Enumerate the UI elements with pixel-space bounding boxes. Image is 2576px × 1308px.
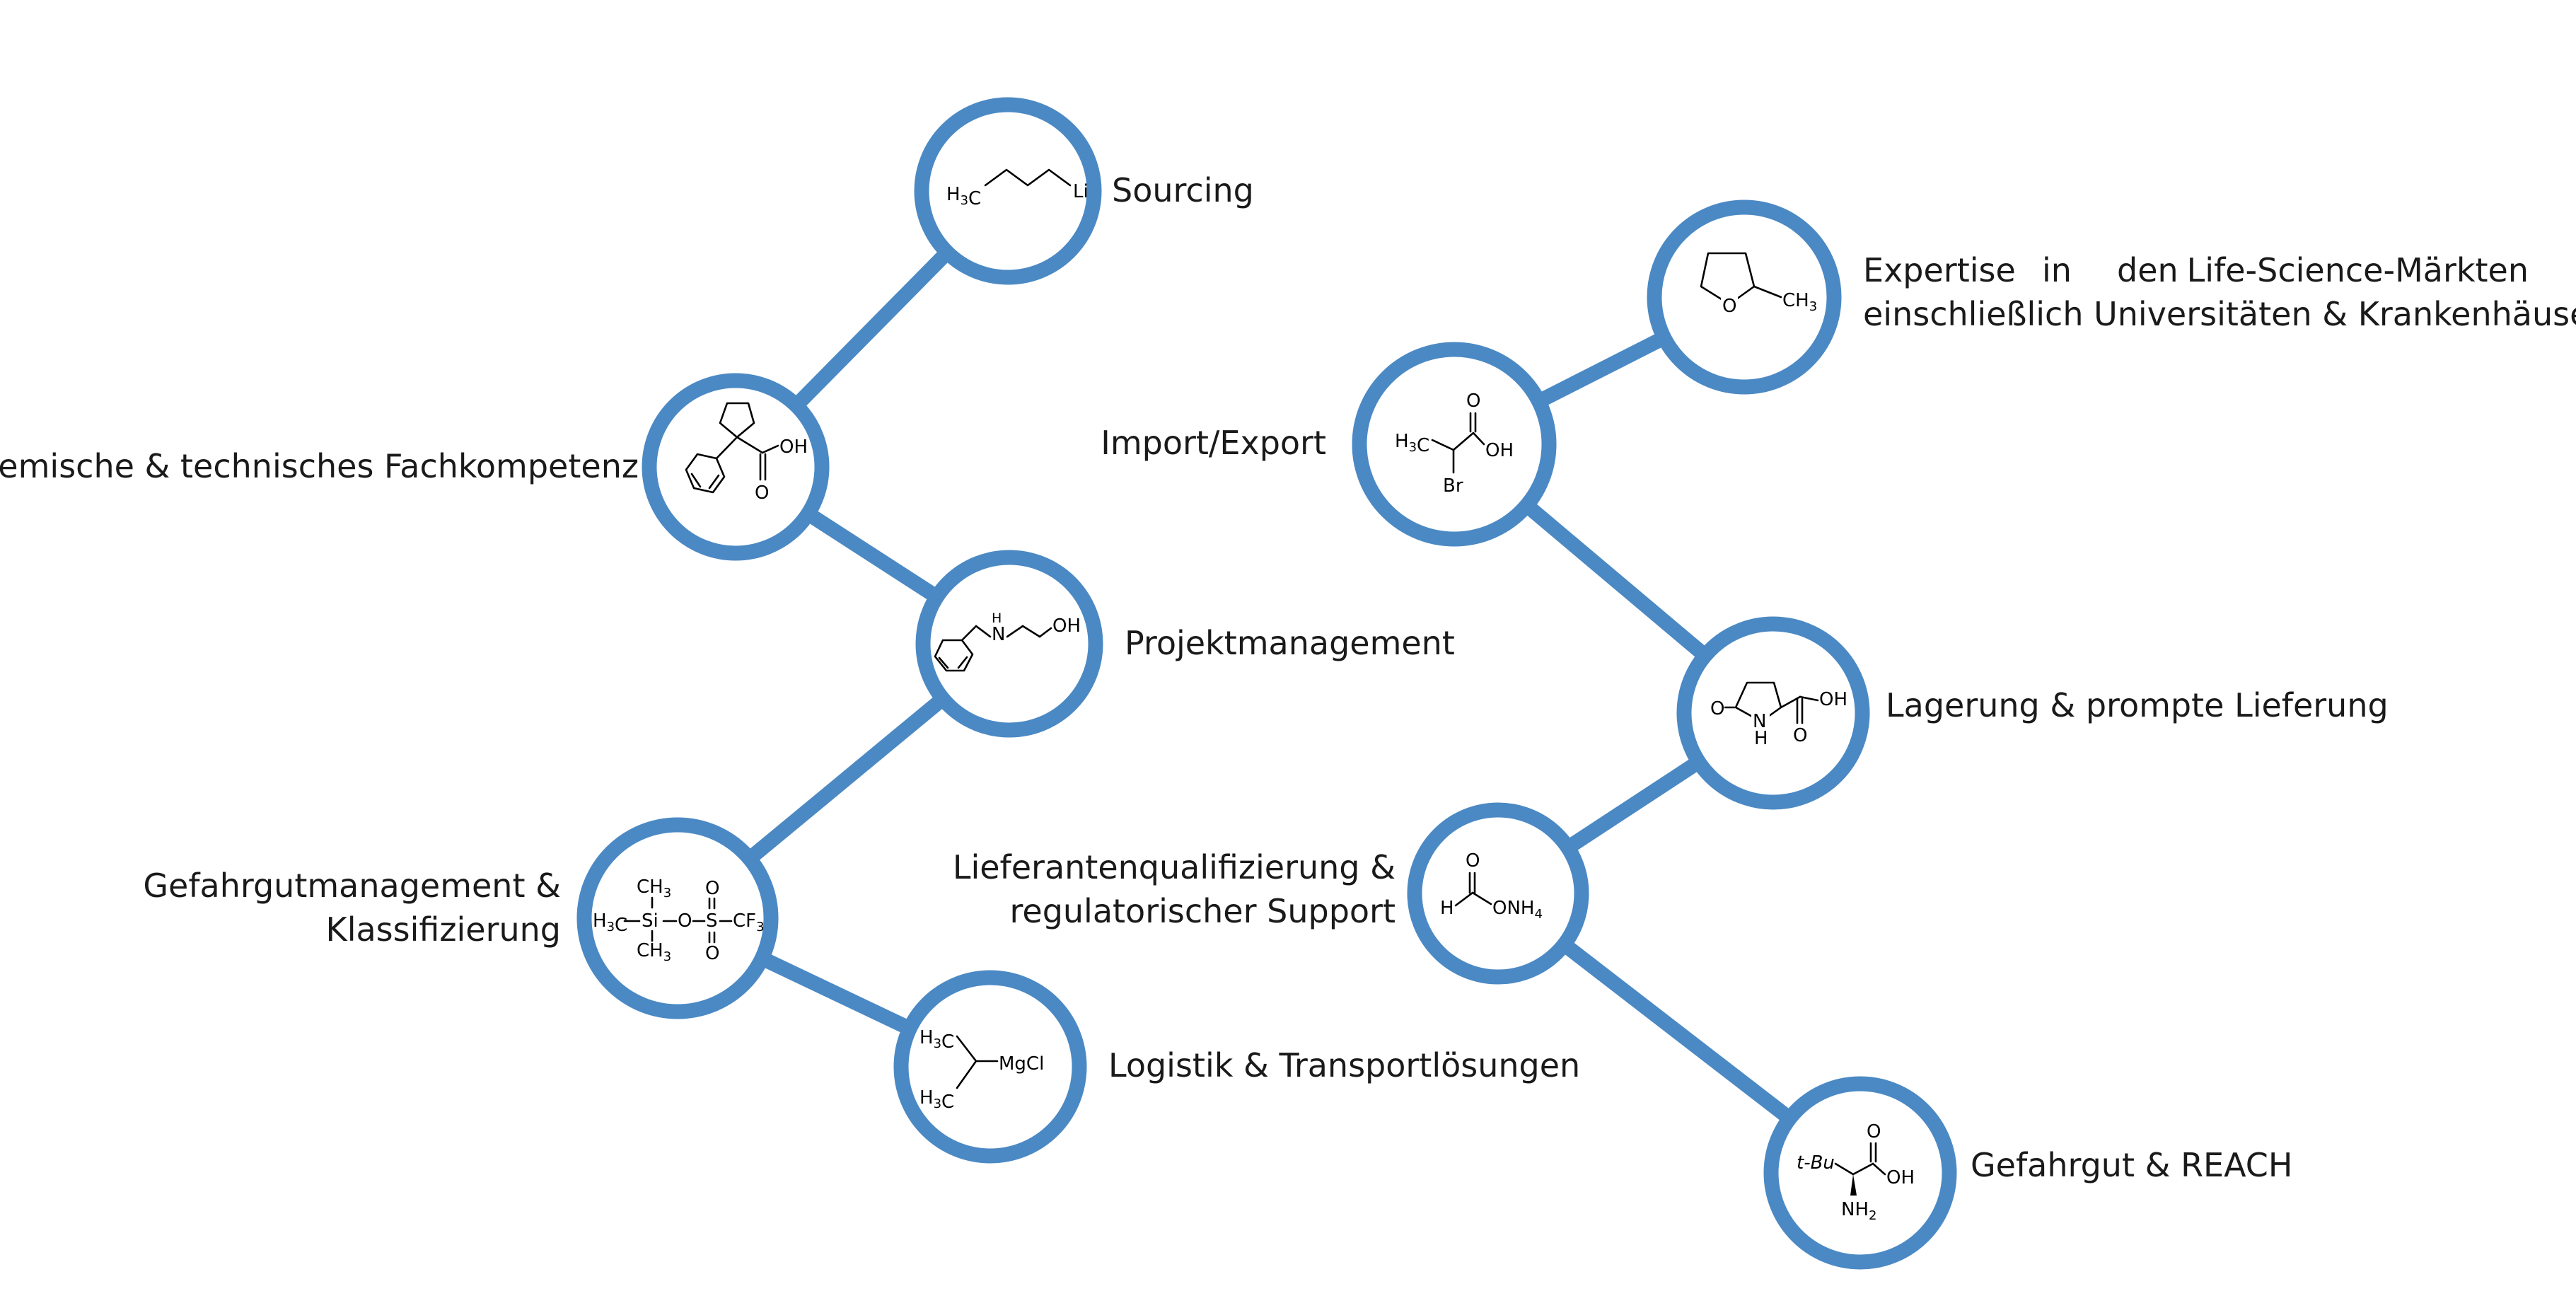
svg-text:O: O [1710, 698, 1724, 719]
svg-text:O: O [678, 910, 692, 932]
node-ring-fachkompetenz [642, 373, 830, 561]
label-logistik: Logistik & Transportlösungen [1108, 1046, 1580, 1084]
node-ring-sourcing [914, 97, 1102, 285]
svg-text:O: O [705, 943, 719, 964]
molecule-methyltetrahydrofuran: CH3 O [1700, 252, 1817, 317]
svg-text:OH: OH [1886, 1167, 1915, 1188]
molecule-ammonium-formate: O H ONH4 [1440, 850, 1543, 922]
molecule-bromopropionic-acid: O H3C OH Br [1395, 390, 1514, 497]
label-expertise-word4: Life-Science-Märkten [2187, 251, 2529, 289]
svg-text:OH: OH [1052, 615, 1081, 637]
label-lagerung: Lagerung & prompte Lieferung [1886, 686, 2389, 724]
svg-text:O: O [1466, 390, 1480, 412]
svg-text:O: O [1466, 850, 1480, 872]
svg-text:Li: Li [1073, 181, 1089, 202]
svg-text:Br: Br [1443, 475, 1463, 497]
node-ring-gefahrgutmanagement [576, 817, 779, 1019]
svg-text:OH: OH [1485, 440, 1514, 461]
label-lieferanten-line2: regulatorischer Support [1010, 892, 1396, 930]
label-expertise-word2: in [2042, 251, 2072, 289]
svg-text:t-Bu: t-Bu [1797, 1152, 1835, 1174]
molecule-phenylcyclopentane-acid: OH O [685, 402, 808, 504]
label-projektmanagement: Projektmanagement [1125, 624, 1455, 662]
svg-text:H: H [1754, 728, 1768, 749]
node-ring-lieferanten [1407, 802, 1589, 985]
label-lieferanten-line1: Lieferantenqualifizierung & [953, 848, 1396, 886]
node-ring-expertise [1647, 199, 1842, 395]
label-expertise-word1: Expertise [1863, 251, 2016, 289]
node-ring-logistik [893, 970, 1087, 1164]
svg-text:H: H [1440, 898, 1454, 919]
labels: Sourcing Chemische & technisches Fachkom… [0, 171, 2576, 1184]
svg-text:ONH4: ONH4 [1492, 898, 1543, 922]
node-ring-projektmanagement [915, 550, 1103, 738]
node-ring-import-export [1352, 342, 1557, 547]
svg-text:MgCl: MgCl [999, 1053, 1044, 1075]
svg-text:H: H [992, 610, 1002, 626]
svg-text:S: S [706, 910, 718, 932]
label-import-export: Import/Export [1101, 424, 1326, 462]
label-expertise-line2: einschließlich Universitäten & Krankenhä… [1863, 295, 2576, 333]
svg-text:O: O [755, 482, 769, 504]
label-gefahrgutmanagement-line2: Klassifizierung [326, 910, 561, 949]
svg-text:O: O [1867, 1121, 1881, 1142]
label-sourcing: Sourcing [1112, 171, 1254, 209]
rings [576, 97, 1957, 1270]
svg-text:CH3: CH3 [637, 876, 671, 901]
label-gefahrgutmanagement-line1: Gefahrgutmanagement & [143, 867, 561, 905]
node-ring-gefahrgut-reach [1763, 1076, 1957, 1270]
svg-text:O: O [1793, 725, 1807, 746]
molecule-benzylethanolamine: H N OH [934, 610, 1081, 672]
svg-text:N: N [1753, 711, 1766, 732]
svg-text:OH: OH [779, 436, 808, 458]
svg-text:Si: Si [642, 910, 658, 932]
molecule-pyroglutamic-acid: O OH N H O [1710, 681, 1847, 749]
svg-text:O: O [705, 878, 719, 899]
svg-text:O: O [1722, 296, 1736, 317]
label-expertise-word3: den [2117, 251, 2178, 289]
molecule-tms-triflate: CH3 H3C Si O S CF3 CH3 O O [593, 876, 765, 964]
label-fachkompetenz: Chemische & technisches Fachkompetenz [0, 447, 639, 485]
label-gefahrgut-reach: Gefahrgut & REACH [1971, 1146, 2293, 1184]
molecule-tert-leucine: O t-Bu OH NH2 [1797, 1121, 1915, 1223]
svg-text:N: N [992, 624, 1005, 645]
svg-text:OH: OH [1819, 689, 1847, 710]
